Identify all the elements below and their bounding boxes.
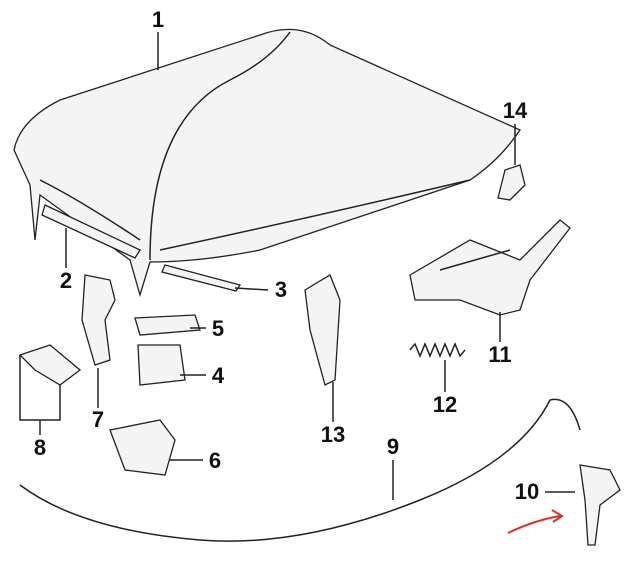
callout-12: 12 — [432, 392, 458, 417]
latch-part-4 — [137, 344, 186, 386]
callout-10: 10 — [514, 479, 540, 504]
callout-5: 5 — [211, 316, 225, 341]
bracket-part-14 — [497, 164, 526, 201]
callout-13: 13 — [320, 422, 346, 447]
latch-part-7 — [81, 274, 116, 366]
callout-3: 3 — [274, 277, 288, 302]
release-part-10 — [579, 464, 621, 546]
callout-1: 1 — [151, 7, 165, 32]
callout-6: 6 — [208, 448, 222, 473]
hinge-part-11 — [409, 219, 571, 316]
prop-part-13 — [304, 274, 341, 386]
callout-14: 14 — [502, 98, 528, 123]
highlight-arrow — [507, 509, 564, 534]
hood-part — [13, 28, 521, 298]
callout-7: 7 — [91, 407, 105, 432]
latch-part-5 — [134, 314, 201, 336]
bracket-part-8 — [18, 344, 82, 386]
leader-lines — [39, 32, 575, 500]
callout-9: 9 — [386, 434, 400, 459]
seal-part-2 — [41, 204, 141, 259]
callout-2: 2 — [59, 268, 73, 293]
latch-part-6 — [109, 419, 176, 476]
callout-8: 8 — [33, 435, 47, 460]
cable-part-9 — [19, 398, 581, 542]
callout-11: 11 — [488, 342, 512, 367]
callout-4: 4 — [211, 363, 225, 388]
seal-part-3 — [161, 264, 242, 292]
spring-part-12 — [409, 342, 466, 358]
